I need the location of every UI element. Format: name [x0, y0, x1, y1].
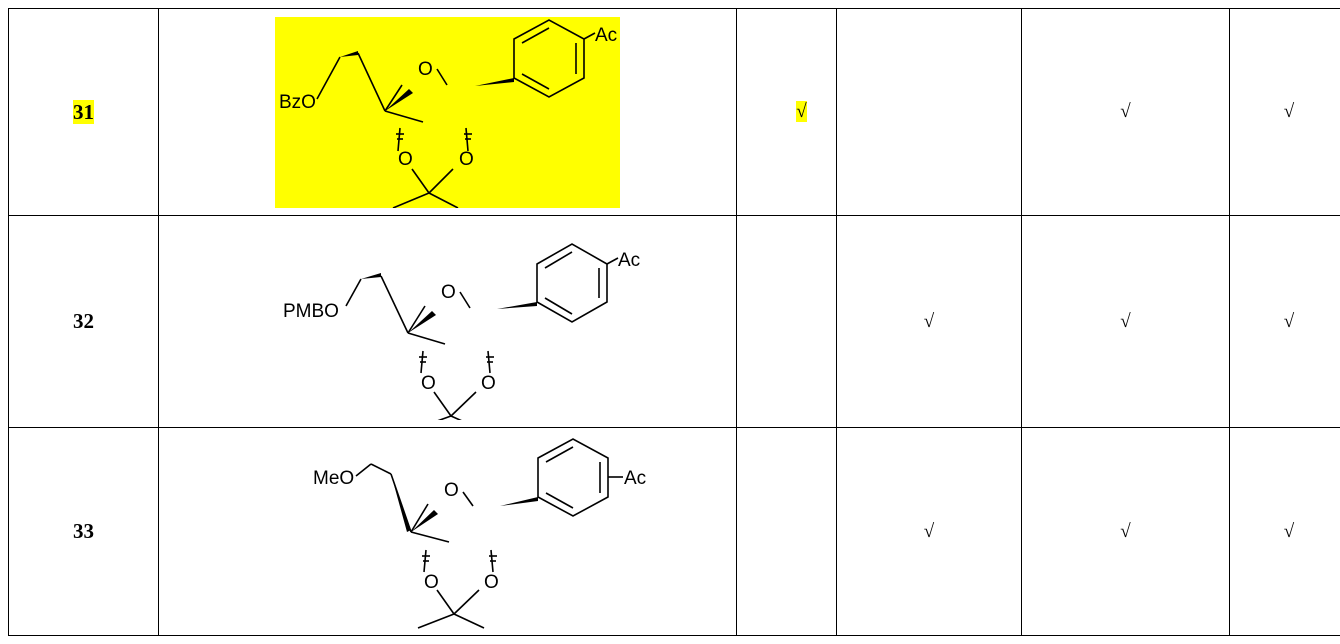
aryl-group-label: Ac	[618, 250, 640, 271]
entry-number: 33	[73, 519, 94, 543]
table-row: 31	[8, 8, 1340, 216]
check-cell: √	[836, 215, 1022, 428]
entry-number: 32	[73, 309, 94, 333]
structure-cell: MeO O O O Ac	[158, 427, 737, 636]
check-mark: √	[923, 520, 935, 542]
chemical-structure: BzO O O O Ac	[279, 18, 617, 208]
entry-cell: 33	[8, 427, 159, 636]
ring-oxygen-label: O	[444, 480, 459, 501]
check-mark: √	[1120, 310, 1131, 332]
check-cell: √	[1229, 427, 1340, 636]
diol-oxygen-label: O	[421, 373, 436, 394]
substituent-label: BzO	[279, 92, 316, 113]
check-cell	[736, 215, 837, 428]
structure-cell: BzO O O O Ac	[158, 8, 737, 216]
table-row: 32	[8, 215, 1340, 428]
check-mark: √	[1283, 310, 1295, 332]
check-mark: √	[1120, 101, 1131, 122]
check-mark: √	[1120, 520, 1131, 542]
substituent-label: PMBO	[283, 301, 339, 322]
entry-number: 31	[73, 99, 94, 124]
check-cell: √	[1021, 427, 1230, 636]
check-mark: √	[923, 310, 935, 332]
check-cell: √	[1229, 215, 1340, 428]
ring-oxygen-label: O	[418, 59, 433, 80]
diol-oxygen-label: O	[424, 572, 439, 593]
chemical-structure: PMBO O O O Ac	[283, 242, 640, 420]
check-mark: √	[1283, 520, 1295, 542]
check-cell: √	[736, 8, 837, 216]
chemical-structure: MeO O O O Ac	[313, 437, 646, 629]
compound-table: 31	[8, 8, 1340, 636]
check-cell: √	[1229, 8, 1340, 216]
ring-oxygen-label: O	[441, 282, 456, 303]
check-cell: √	[1021, 215, 1230, 428]
diol-oxygen-label: O	[481, 373, 496, 394]
check-mark: √	[796, 101, 807, 122]
check-cell	[736, 427, 837, 636]
entry-cell: 32	[8, 215, 159, 428]
substituent-label: MeO	[313, 468, 354, 489]
diol-oxygen-label: O	[459, 149, 474, 170]
table-row: 33	[8, 427, 1340, 636]
check-cell: √	[1021, 8, 1230, 216]
check-cell: √	[836, 427, 1022, 636]
diol-oxygen-label: O	[484, 572, 499, 593]
structure-highlight: BzO O O O Ac	[275, 16, 620, 208]
aryl-group-label: Ac	[624, 468, 646, 489]
diol-oxygen-label: O	[398, 149, 413, 170]
check-mark: √	[1283, 101, 1295, 122]
entry-cell: 31	[8, 8, 159, 216]
aryl-group-label: Ac	[595, 25, 617, 46]
check-cell	[836, 8, 1022, 216]
structure-cell: PMBO O O O Ac	[158, 215, 737, 428]
